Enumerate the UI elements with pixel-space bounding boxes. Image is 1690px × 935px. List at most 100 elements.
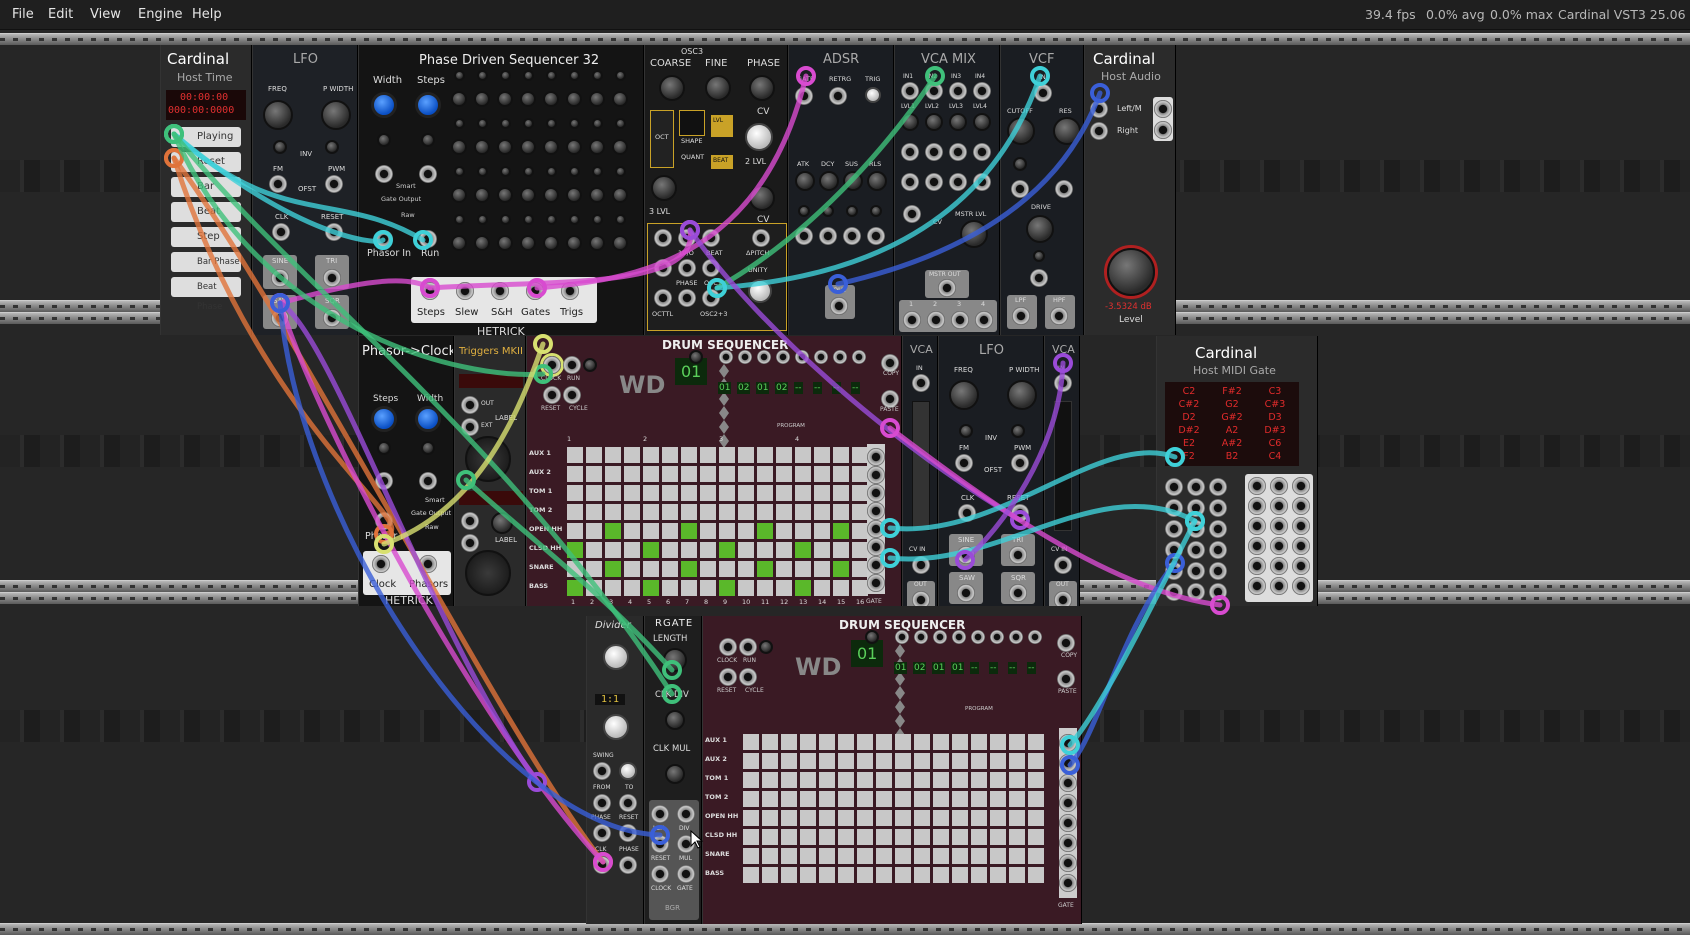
vcf-in-jack[interactable] [1034,84,1052,102]
program-down-icon[interactable] [895,651,905,658]
step-cell[interactable] [700,580,716,596]
gate-output-jack[interactable] [1248,557,1266,575]
step-cell[interactable] [1009,791,1025,807]
note-cell[interactable]: A#2 [1221,438,1243,449]
step-knob[interactable] [474,187,490,203]
step-cell[interactable] [952,772,968,788]
gate-output-jack[interactable] [1270,577,1288,595]
gate-output-jack[interactable] [1270,517,1288,535]
step-cell[interactable] [1009,772,1025,788]
gate-input-jack[interactable] [1209,583,1227,601]
step-cell[interactable] [795,485,811,501]
sus-cv-jack[interactable] [843,227,861,245]
step-cell[interactable] [586,485,602,501]
lvl4-cv-jack[interactable] [973,143,991,161]
step-cell[interactable] [762,734,778,750]
step-cell[interactable] [819,867,835,883]
step-cell[interactable] [838,810,854,826]
menu-file[interactable]: File [12,7,34,22]
host-time-module[interactable]: Cardinal Host Time 00:00:00 000:00:0000 … [160,45,252,335]
step-cell[interactable] [819,829,835,845]
program-select-jack[interactable] [1009,630,1023,644]
level4-knob[interactable] [973,113,991,131]
osc23-out-jack[interactable] [702,289,720,307]
step-knob[interactable] [474,235,490,251]
trig1-out-jack[interactable] [461,396,479,414]
program-up-icon[interactable] [895,658,905,665]
step-cell[interactable] [762,848,778,864]
step-cell[interactable] [933,753,949,769]
step-cell[interactable] [738,561,754,577]
step-cell[interactable] [833,447,849,463]
step-knob-grid[interactable] [451,67,641,267]
note-cell[interactable]: D3 [1268,412,1282,423]
program-up-icon[interactable] [895,714,905,721]
step-cell[interactable] [833,542,849,558]
step-knob[interactable] [477,214,488,225]
note-cell[interactable]: E2 [1182,438,1196,449]
gate-input-jack[interactable] [1209,478,1227,496]
step-cell[interactable] [795,542,811,558]
cycle-input-jack[interactable] [739,668,757,686]
step-cell[interactable] [952,753,968,769]
step-knob[interactable] [589,187,605,203]
menu-edit[interactable]: Edit [48,7,74,22]
step-cell[interactable] [1028,734,1044,750]
gate-output-jack[interactable] [1059,814,1077,832]
beat-phase-output[interactable]: Beat Phase [171,277,241,312]
step-cell[interactable] [857,734,873,750]
step-cell[interactable] [933,791,949,807]
gate-input-jack[interactable] [1209,562,1227,580]
step-cell[interactable] [738,447,754,463]
to-cv-jack[interactable] [619,794,637,812]
step-knob[interactable] [566,139,582,155]
steps-output-jack[interactable] [421,282,439,300]
gate-input-jack[interactable] [1165,583,1183,601]
step-cell[interactable] [876,848,892,864]
step-cell[interactable] [814,447,830,463]
step-cell[interactable] [857,867,873,883]
step-cell[interactable] [719,447,735,463]
step-cell[interactable] [643,580,659,596]
trig2-knob[interactable] [491,512,513,534]
step-cell[interactable] [586,542,602,558]
gate-output-jack[interactable] [867,484,885,502]
step-cell[interactable] [895,734,911,750]
tri-output-jack[interactable] [323,269,341,287]
step-cell[interactable] [1028,791,1044,807]
step-cell[interactable] [662,580,678,596]
ch1-cv-jack[interactable] [901,173,919,191]
res-knob[interactable] [1053,117,1081,145]
step-knob[interactable] [589,235,605,251]
release-knob[interactable] [867,171,887,191]
gate-input-jack[interactable] [795,87,813,105]
trig1-button[interactable] [465,436,511,482]
step-cell[interactable] [762,791,778,807]
step-cell[interactable] [933,734,949,750]
step-cell[interactable] [933,867,949,883]
gate-input-jack[interactable] [1209,520,1227,538]
gate-output-jack[interactable] [1248,477,1266,495]
step-cell[interactable] [781,867,797,883]
attack-knob[interactable] [795,171,815,191]
gate-output-jack[interactable] [1248,497,1266,515]
step-knob[interactable] [543,235,559,251]
program-select-jack[interactable] [738,350,752,364]
step-cell[interactable] [838,867,854,883]
ch2-out-jack[interactable] [927,311,945,329]
step-knob[interactable] [569,214,580,225]
oct-selector[interactable]: OCT [650,110,674,168]
step-cell[interactable] [852,523,868,539]
step-knob[interactable] [520,91,536,107]
step-cell[interactable] [757,485,773,501]
step-knob[interactable] [520,187,536,203]
step-cell[interactable] [1028,829,1044,845]
from-knob[interactable] [603,644,629,670]
program-up-icon[interactable] [895,644,905,651]
step-cell[interactable] [743,848,759,864]
program-select-jack[interactable] [719,350,733,364]
step-cell[interactable] [952,791,968,807]
step-cell[interactable] [757,561,773,577]
phasor-clock-module[interactable]: Phasor->Clock Steps Width Smart Gate Out… [358,336,454,606]
step-cell[interactable] [852,580,868,596]
